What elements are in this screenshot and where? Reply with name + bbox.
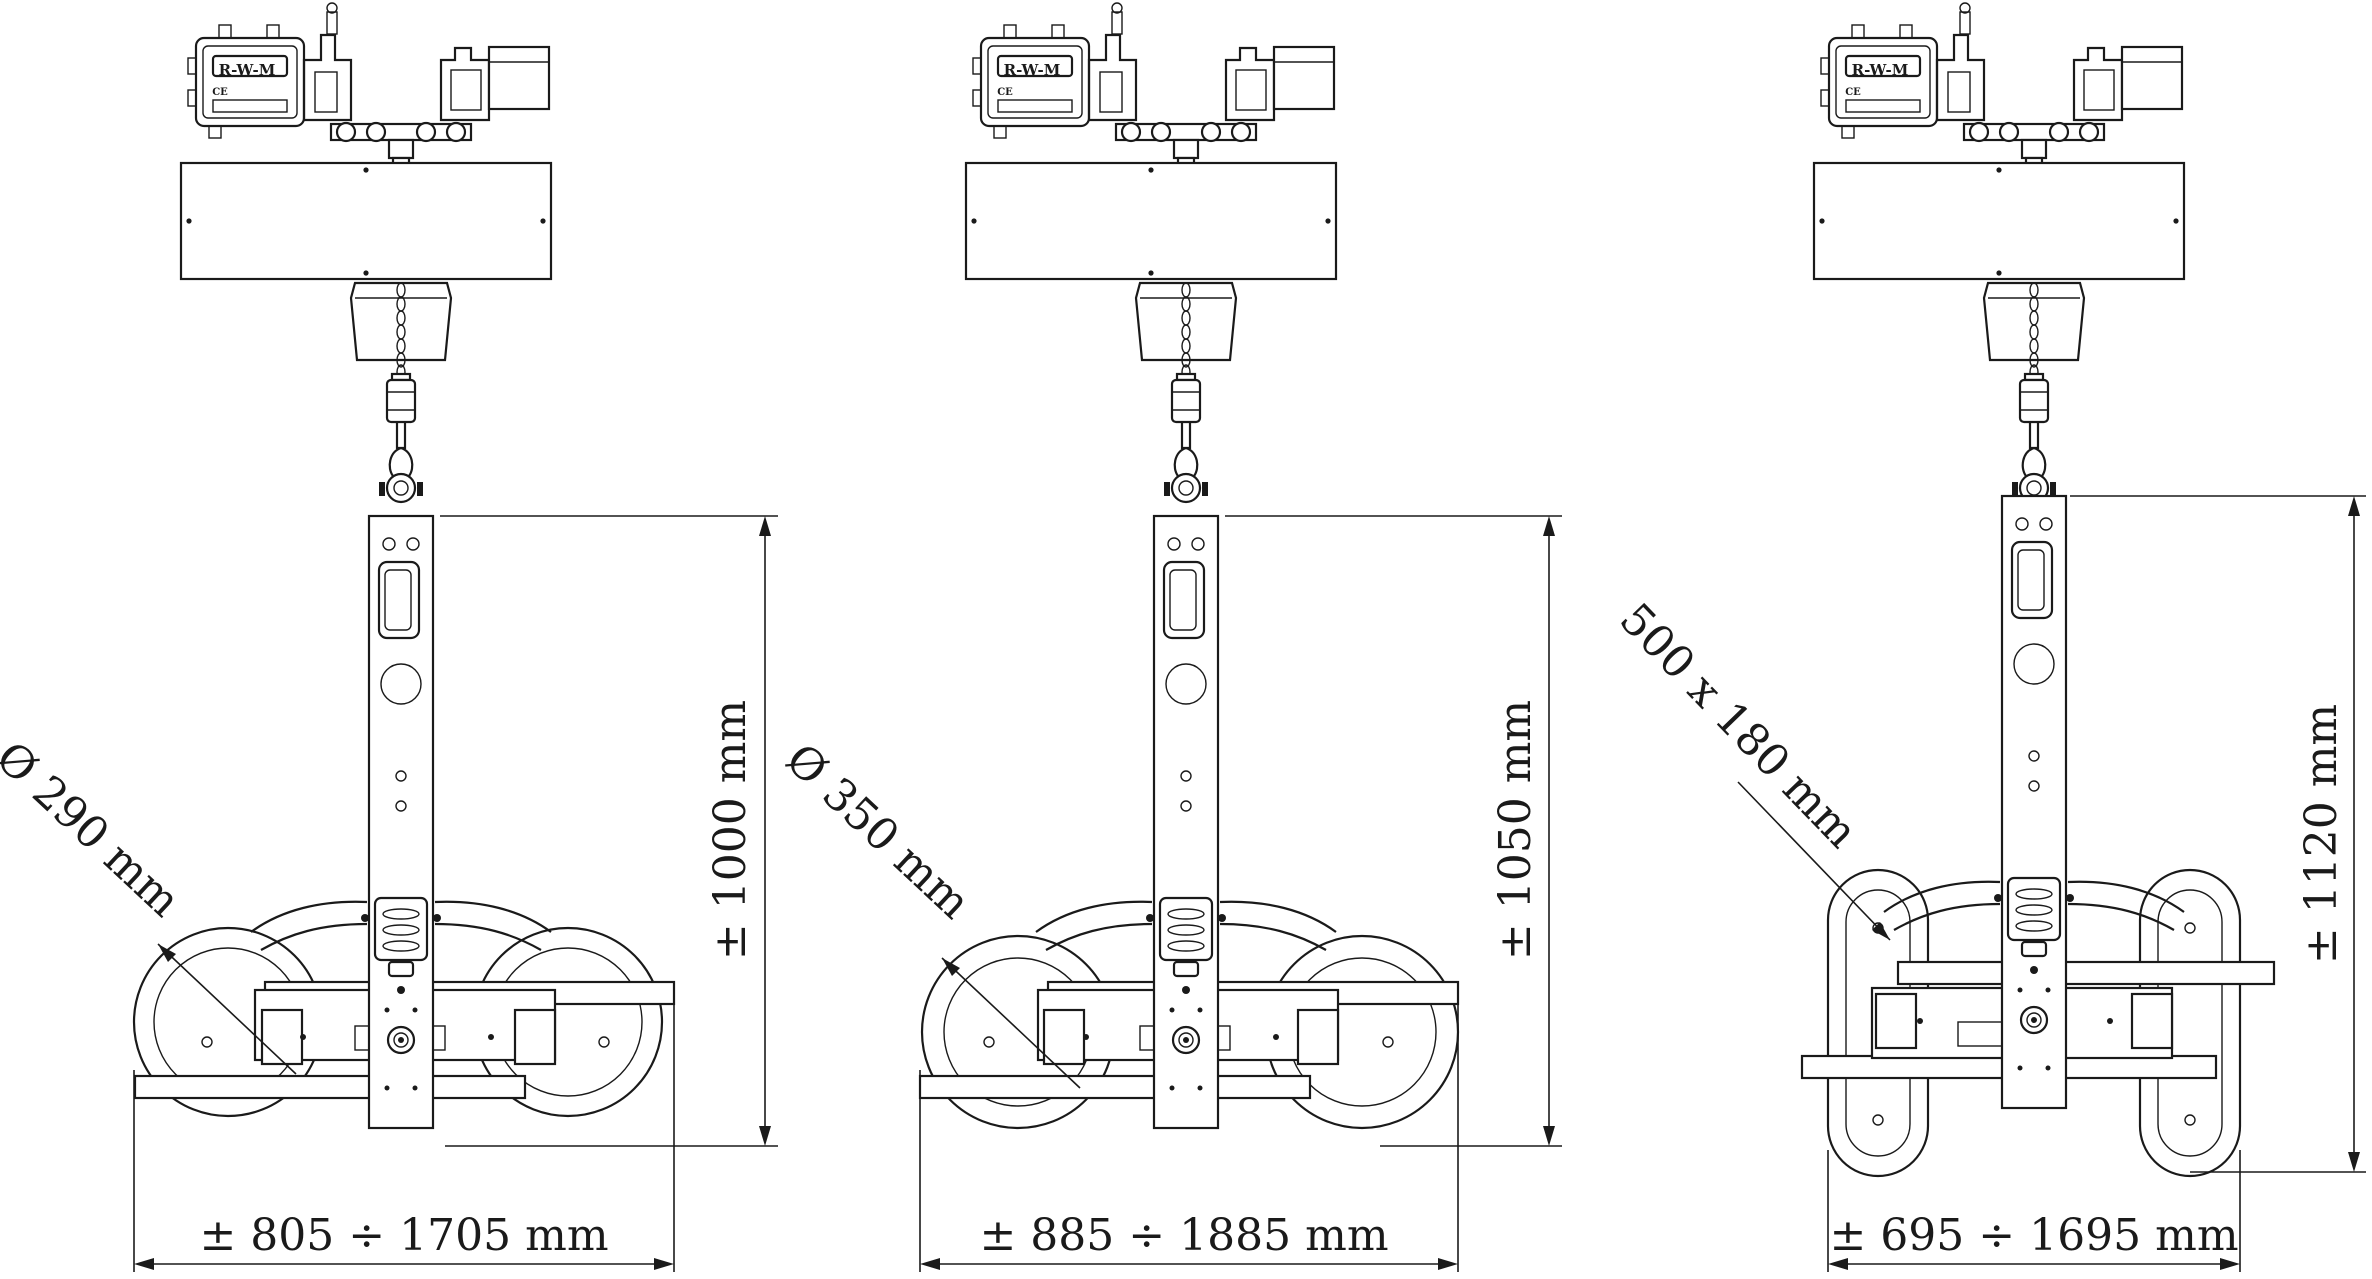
height-dimension <box>440 515 778 1147</box>
panel-oval-500x180: R-W-M CE ± 1120 mm ± 695 ÷ 1695 mm 500 x… <box>1610 1 2366 1272</box>
pad-label: Ø 290 mm <box>0 732 190 927</box>
width-label: ± 805 ÷ 1705 mm <box>199 1210 608 1261</box>
controller-badge: R-W-M <box>1852 61 1909 79</box>
pad-label: Ø 350 mm <box>776 734 980 929</box>
pad-leader <box>1737 781 1891 941</box>
ce-mark: CE <box>1845 87 1861 98</box>
ce-mark: CE <box>212 87 228 98</box>
panel-round-350: R-W-M CE ± 1050 mm ± 885 ÷ 1885 mm Ø 350… <box>776 1 1562 1272</box>
width-dimension <box>1827 1150 2241 1272</box>
height-dimension <box>2070 495 2366 1173</box>
controller-badge: R-W-M <box>219 61 276 79</box>
width-label: ± 885 ÷ 1885 mm <box>979 1210 1388 1261</box>
pad-label: 500 x 180 mm <box>1610 594 1868 858</box>
pad-leader <box>941 957 1081 1089</box>
height-label: ± 1000 mm <box>705 700 756 960</box>
controller-badge: R-W-M <box>1004 61 1061 79</box>
width-dimension <box>919 990 1459 1272</box>
panel-round-290: R-W-M CE ± 1000 mm ± 805 ÷ 1705 mm Ø 290… <box>0 1 778 1272</box>
height-label: ± 1120 mm <box>2296 704 2347 964</box>
ce-mark: CE <box>997 87 1013 98</box>
height-dimension <box>1225 515 1562 1147</box>
pad-leader <box>157 943 297 1075</box>
height-label: ± 1050 mm <box>1490 700 1541 960</box>
width-label: ± 695 ÷ 1695 mm <box>1829 1210 2238 1261</box>
width-dimension <box>133 990 675 1272</box>
